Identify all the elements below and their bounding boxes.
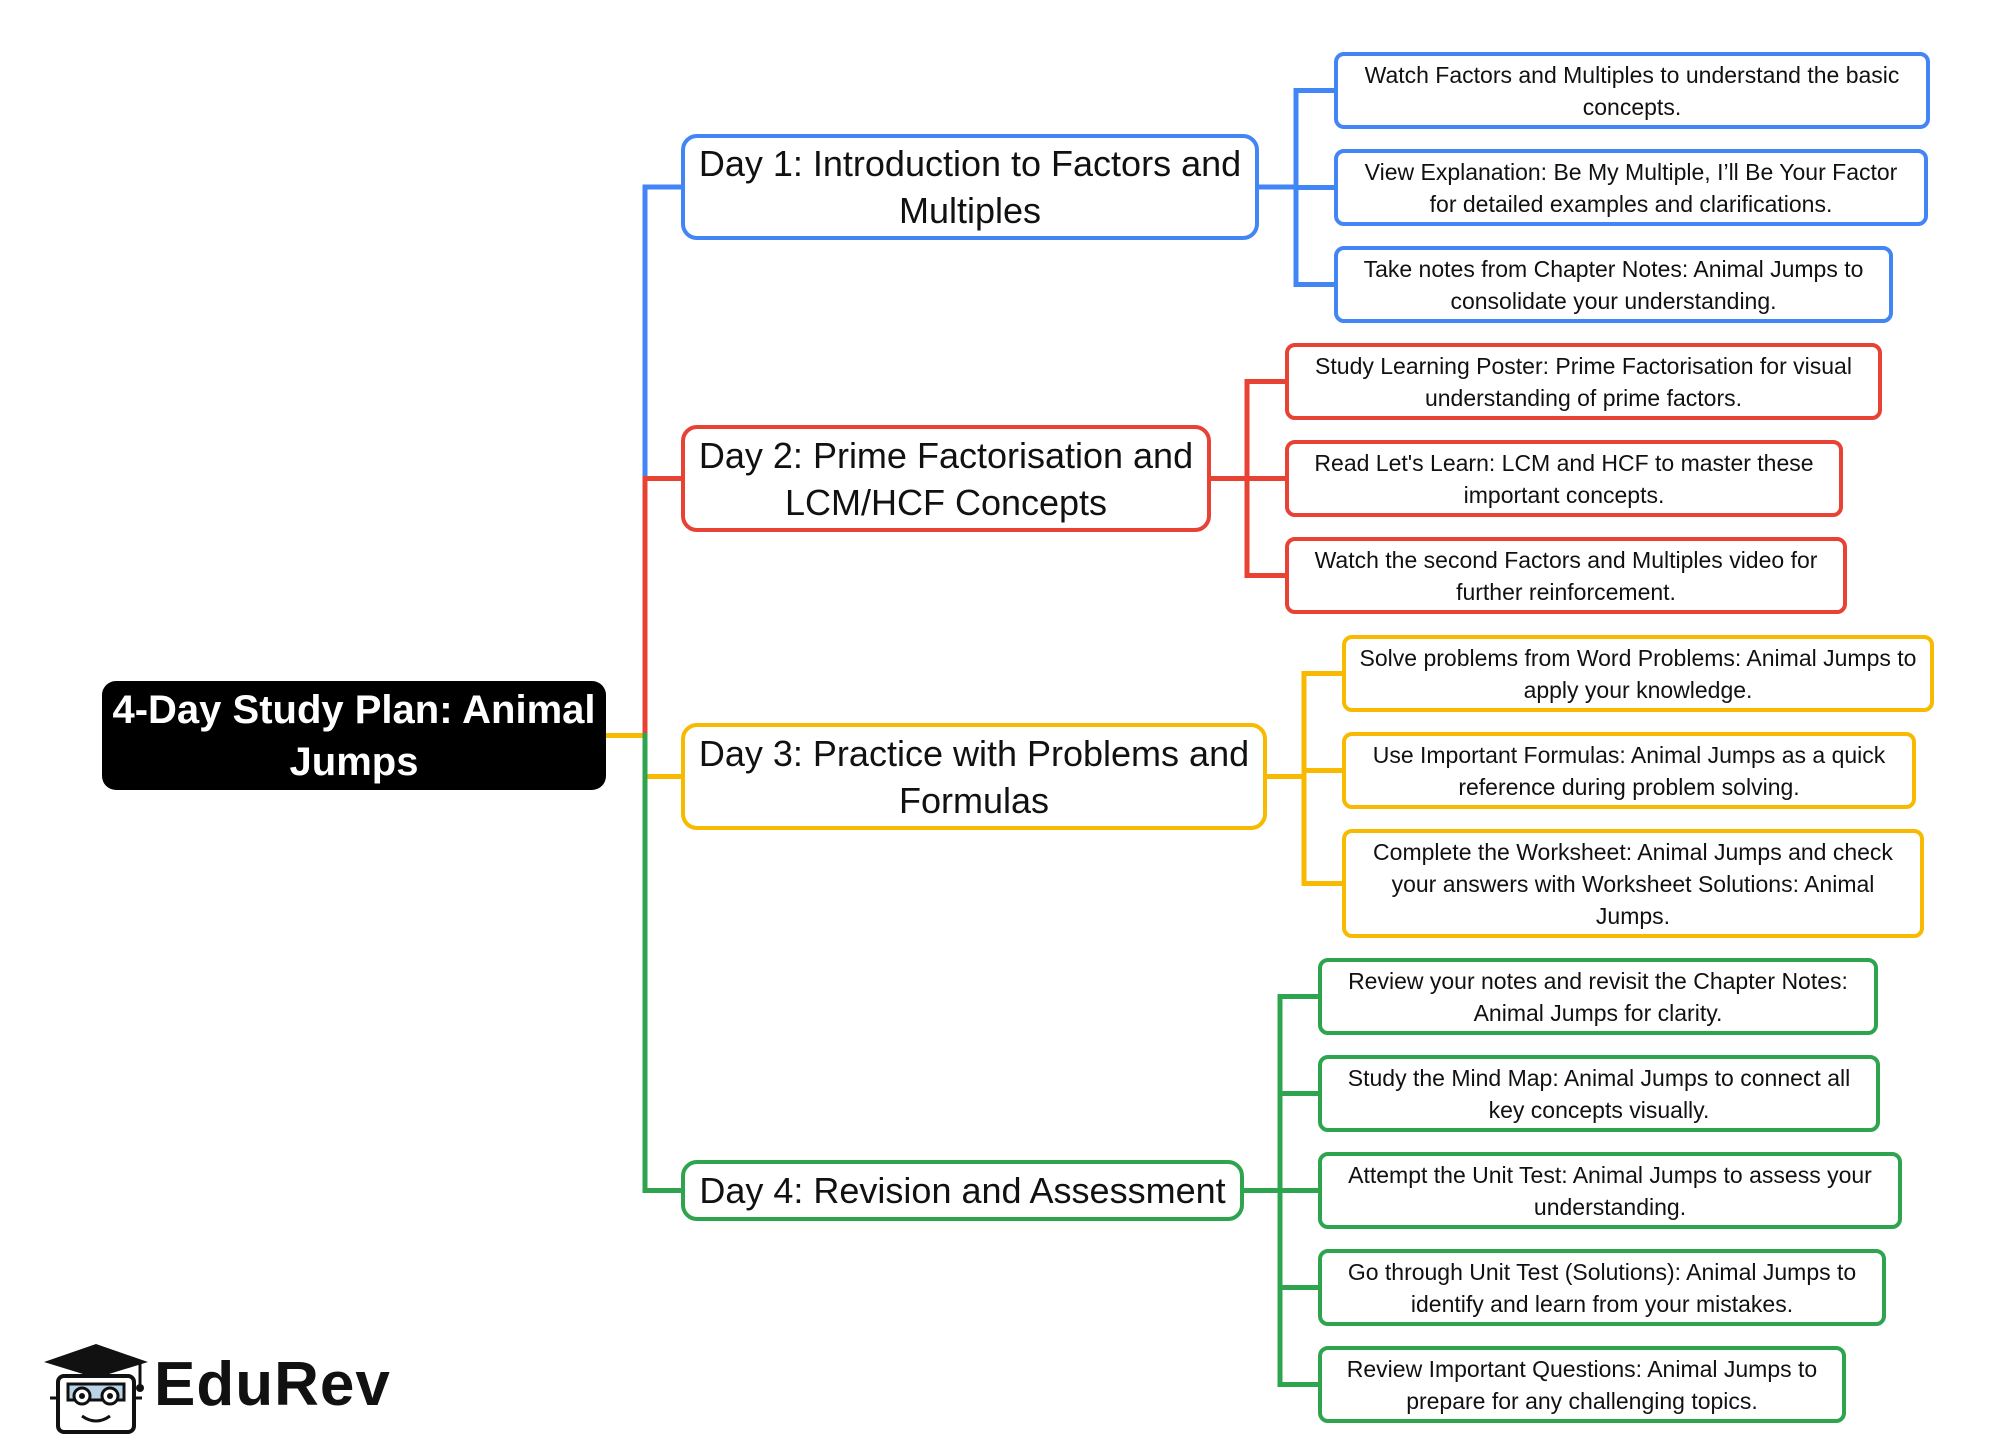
day-1-task-2: View Explanation: Be My Multiple, I’ll B…: [1334, 149, 1928, 226]
day-4-node: Day 4: Revision and Assessment: [681, 1160, 1244, 1221]
day-1-task-3: Take notes from Chapter Notes: Animal Ju…: [1334, 246, 1893, 323]
day-3-task-2: Use Important Formulas: Animal Jumps as …: [1342, 732, 1916, 809]
day-4-task-3: Attempt the Unit Test: Animal Jumps to a…: [1318, 1152, 1902, 1229]
day-3-task-1: Solve problems from Word Problems: Anima…: [1342, 635, 1934, 712]
root-node: 4-Day Study Plan: Animal Jumps: [102, 681, 606, 790]
day-4-task-4: Go through Unit Test (Solutions): Animal…: [1318, 1249, 1886, 1326]
day-3-title: Day 3: Practice with Problems and Formul…: [698, 732, 1250, 821]
graduation-cap-mascot-icon: [44, 1344, 148, 1434]
day-3-task-3: Complete the Worksheet: Animal Jumps and…: [1342, 829, 1924, 938]
day-4-task-1: Review your notes and revisit the Chapte…: [1318, 958, 1878, 1035]
day-3-node: Day 3: Practice with Problems and Formul…: [681, 723, 1267, 830]
day-1-node: Day 1: Introduction to Factors and Multi…: [681, 134, 1259, 240]
day-2-node: Day 2: Prime Factorisation and LCM/HCF C…: [681, 425, 1211, 532]
day-4-task-5: Review Important Questions: Animal Jumps…: [1318, 1346, 1846, 1423]
day-1-task-1: Watch Factors and Multiples to understan…: [1334, 52, 1930, 129]
day-1-title: Day 1: Introduction to Factors and Multi…: [698, 143, 1242, 231]
day-2-title: Day 2: Prime Factorisation and LCM/HCF C…: [698, 434, 1194, 523]
day-2-task-3: Watch the second Factors and Multiples v…: [1285, 537, 1847, 614]
root-title: 4-Day Study Plan: Animal Jumps: [112, 687, 596, 784]
logo-text: EduRev: [154, 1350, 391, 1419]
day-2-task-1: Study Learning Poster: Prime Factorisati…: [1285, 343, 1882, 420]
day-4-title: Day 4: Revision and Assessment: [699, 1170, 1226, 1211]
day-4-task-2: Study the Mind Map: Animal Jumps to conn…: [1318, 1055, 1880, 1132]
day-2-task-2: Read Let's Learn: LCM and HCF to master …: [1285, 440, 1843, 517]
